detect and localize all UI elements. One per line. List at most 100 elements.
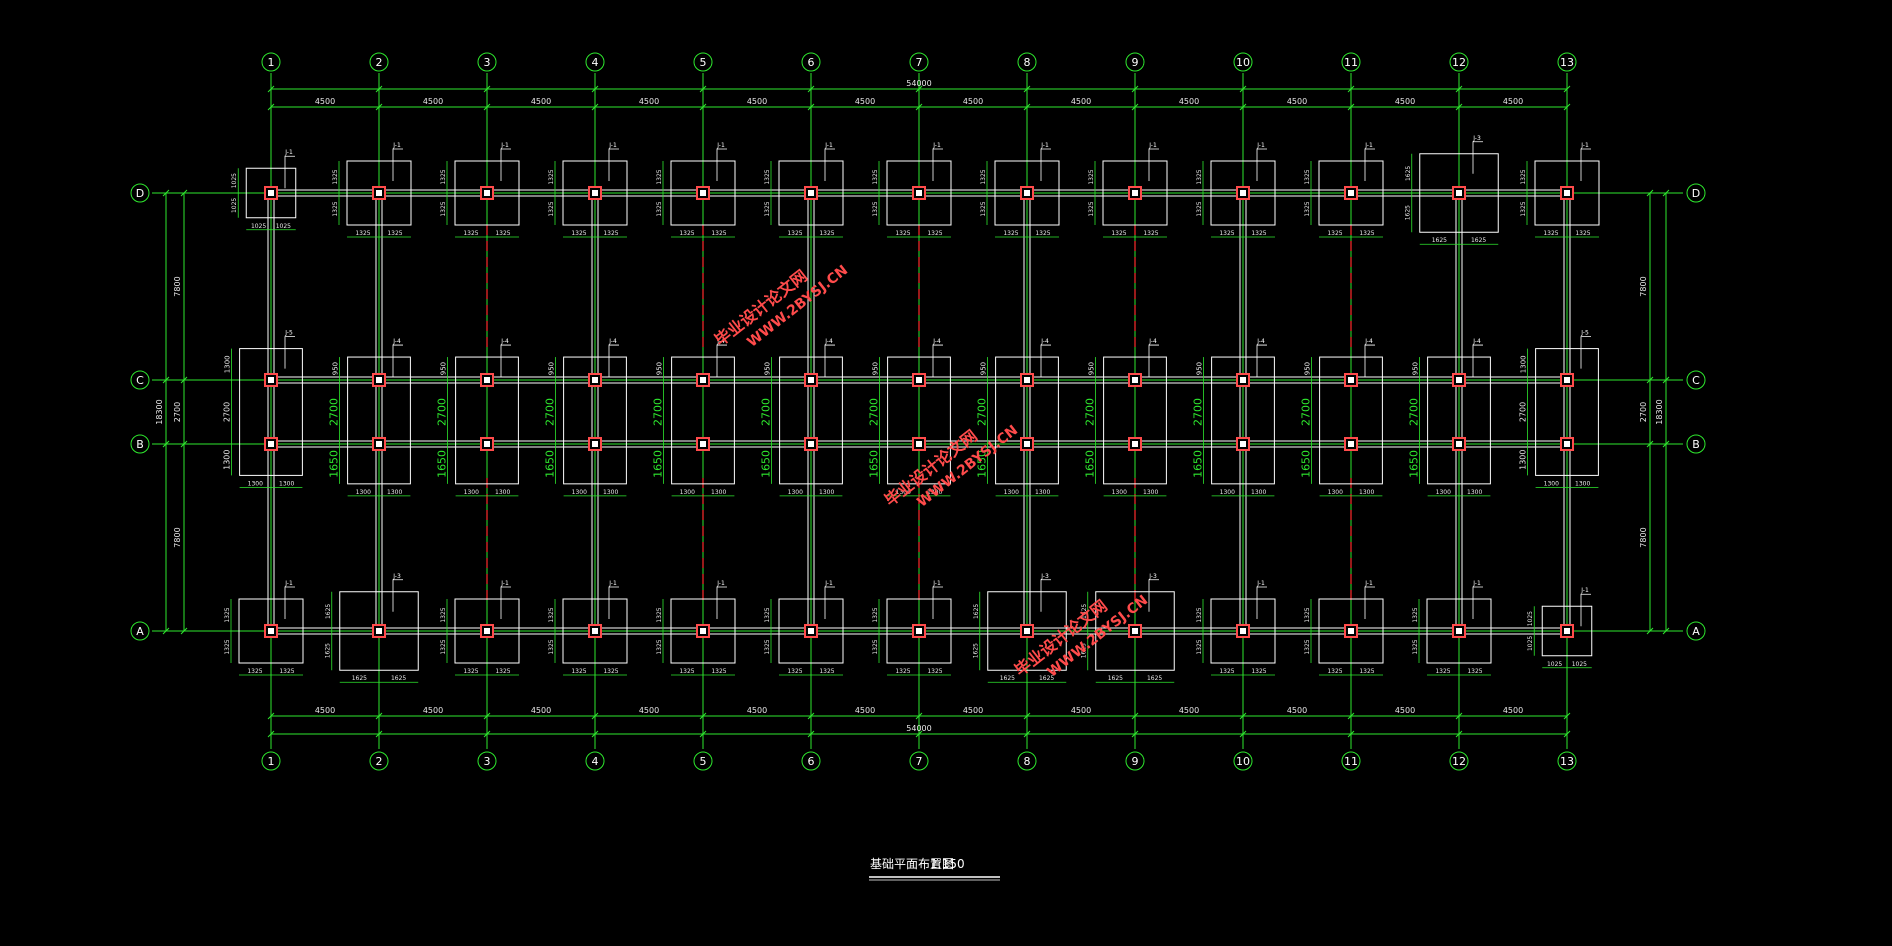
- bottom-dim-bay-label: 4500: [855, 706, 875, 715]
- left-dim-tick: [180, 376, 188, 384]
- footing-tag-leader: [1148, 148, 1159, 181]
- column-core: [376, 190, 382, 196]
- footing-width-label: 1325: [1035, 230, 1050, 237]
- footing-width-label: 1325: [247, 668, 262, 675]
- top-dim-bay-label: 4500: [1179, 97, 1199, 106]
- footing-depth-label: 1325: [764, 639, 771, 654]
- footing-row-A: [454, 598, 520, 664]
- bottom-dim-tick: [591, 712, 599, 720]
- footing-upper-label: 950: [548, 362, 556, 375]
- top-dim-bay-label: 4500: [531, 97, 551, 106]
- footing-width-label: 1300: [1328, 489, 1343, 496]
- footing-width-label: 1325: [603, 230, 618, 237]
- footing-tag: J-1: [1364, 142, 1373, 149]
- top-dim-bay-label: 4500: [1071, 97, 1091, 106]
- footing-row-A: [238, 598, 304, 664]
- footing-depth-label: 1325: [872, 639, 879, 654]
- footing-row-A: [1426, 598, 1492, 664]
- column-core: [1456, 628, 1462, 634]
- column-core: [808, 190, 814, 196]
- footing-depth-label: 1325: [440, 169, 447, 184]
- footing-width-label: 1025: [1572, 661, 1587, 668]
- axis-label-5: 5: [700, 56, 707, 69]
- footing-row-BC: [1103, 356, 1167, 485]
- footing-width-label: 1625: [1147, 675, 1162, 682]
- left-dim-tick: [162, 189, 170, 197]
- axis-bubble: [1233, 52, 1253, 72]
- footing-lower-label: 1650: [976, 450, 989, 478]
- footing-tag: J-1: [1472, 580, 1481, 587]
- drawing-title: 基础平面布置图: [870, 857, 954, 871]
- bottom-dim-tick: [915, 730, 923, 738]
- bottom-dim-tick: [1347, 730, 1355, 738]
- column-core: [916, 441, 922, 447]
- column-core: [592, 190, 598, 196]
- footing-width-label: 1300: [356, 489, 371, 496]
- footing-width-label: 1325: [819, 668, 834, 675]
- footing-row-D: [994, 160, 1060, 226]
- top-dim-tick: [1239, 103, 1247, 111]
- top-dim-tick: [1023, 103, 1031, 111]
- footing-width-label: 1325: [711, 668, 726, 675]
- axis-bubble: [130, 183, 150, 203]
- footing-row-D: [1419, 153, 1499, 233]
- column-core: [700, 377, 706, 383]
- footing-tag: J-4: [608, 338, 617, 345]
- footing-lower-label: 1650: [436, 450, 449, 478]
- axis-label-13: 13: [1560, 755, 1574, 768]
- footing-depth-label: 1325: [1304, 169, 1311, 184]
- axis-label-C: C: [1692, 374, 1700, 387]
- right-dim-span-ba: 7800: [1639, 527, 1648, 547]
- footing-depth-label: 1325: [548, 639, 555, 654]
- footing-depth-label: 1325: [1088, 201, 1095, 216]
- footing-depth-label: 1325: [1412, 639, 1419, 654]
- footing-depth-label: 1625: [973, 604, 980, 619]
- axis-bubble: [1686, 370, 1706, 390]
- footing-tag-leader: [1364, 148, 1375, 181]
- footing-row-BC: [1319, 356, 1383, 485]
- footing-tag-leader: [392, 579, 403, 612]
- column-core: [1348, 628, 1354, 634]
- footing-tag-leader: [1580, 336, 1591, 369]
- footing-tag-leader: [500, 586, 511, 619]
- bottom-dim-tick: [1563, 730, 1571, 738]
- right-dim-tick: [1646, 440, 1654, 448]
- footing-tag: J-4: [500, 338, 509, 345]
- footing-tag: J-4: [716, 338, 725, 345]
- footing-lower-label: 1650: [652, 450, 665, 478]
- column-core: [376, 441, 382, 447]
- top-dim-tick: [1131, 103, 1139, 111]
- footing-width-label: 1325: [679, 668, 694, 675]
- top-dim-bay-label: 4500: [1395, 97, 1415, 106]
- top-dim-bay-label: 4500: [639, 97, 659, 106]
- footing-tag: J-5: [1580, 330, 1589, 337]
- column-core: [268, 441, 274, 447]
- top-dim-bay-label: 4500: [855, 97, 875, 106]
- footing-width-label: 1325: [463, 668, 478, 675]
- axis-label-1: 1: [268, 755, 275, 768]
- footing-tag: J-1: [1040, 142, 1049, 149]
- left-dim-tick: [162, 627, 170, 635]
- footing-width-label: 1025: [251, 223, 266, 230]
- top-dim-tick: [375, 103, 383, 111]
- top-dim-tick: [267, 103, 275, 111]
- footing-depth-label: 1325: [224, 607, 231, 622]
- footing-row-BC: [1211, 356, 1275, 485]
- footing-depth-label: 1625: [973, 643, 980, 658]
- footing-row-BC: [347, 356, 411, 485]
- axis-bubble: [1125, 751, 1145, 771]
- top-dim-tick: [1347, 85, 1355, 93]
- axis-bubble: [369, 751, 389, 771]
- footing-row-D: [1534, 160, 1600, 226]
- footing-tag: J-4: [932, 338, 941, 345]
- footing-depth-label: 1325: [764, 169, 771, 184]
- footing-width-label: 1325: [1435, 668, 1450, 675]
- footing-depth-label: 1025: [1527, 636, 1534, 651]
- footing-row-BC: [887, 356, 951, 485]
- footing-row-BC: [1535, 348, 1599, 476]
- footing-middle-label: 2700: [760, 398, 773, 426]
- footing-depth-label: 1325: [1520, 169, 1527, 184]
- footing-depth-label: 1325: [872, 201, 879, 216]
